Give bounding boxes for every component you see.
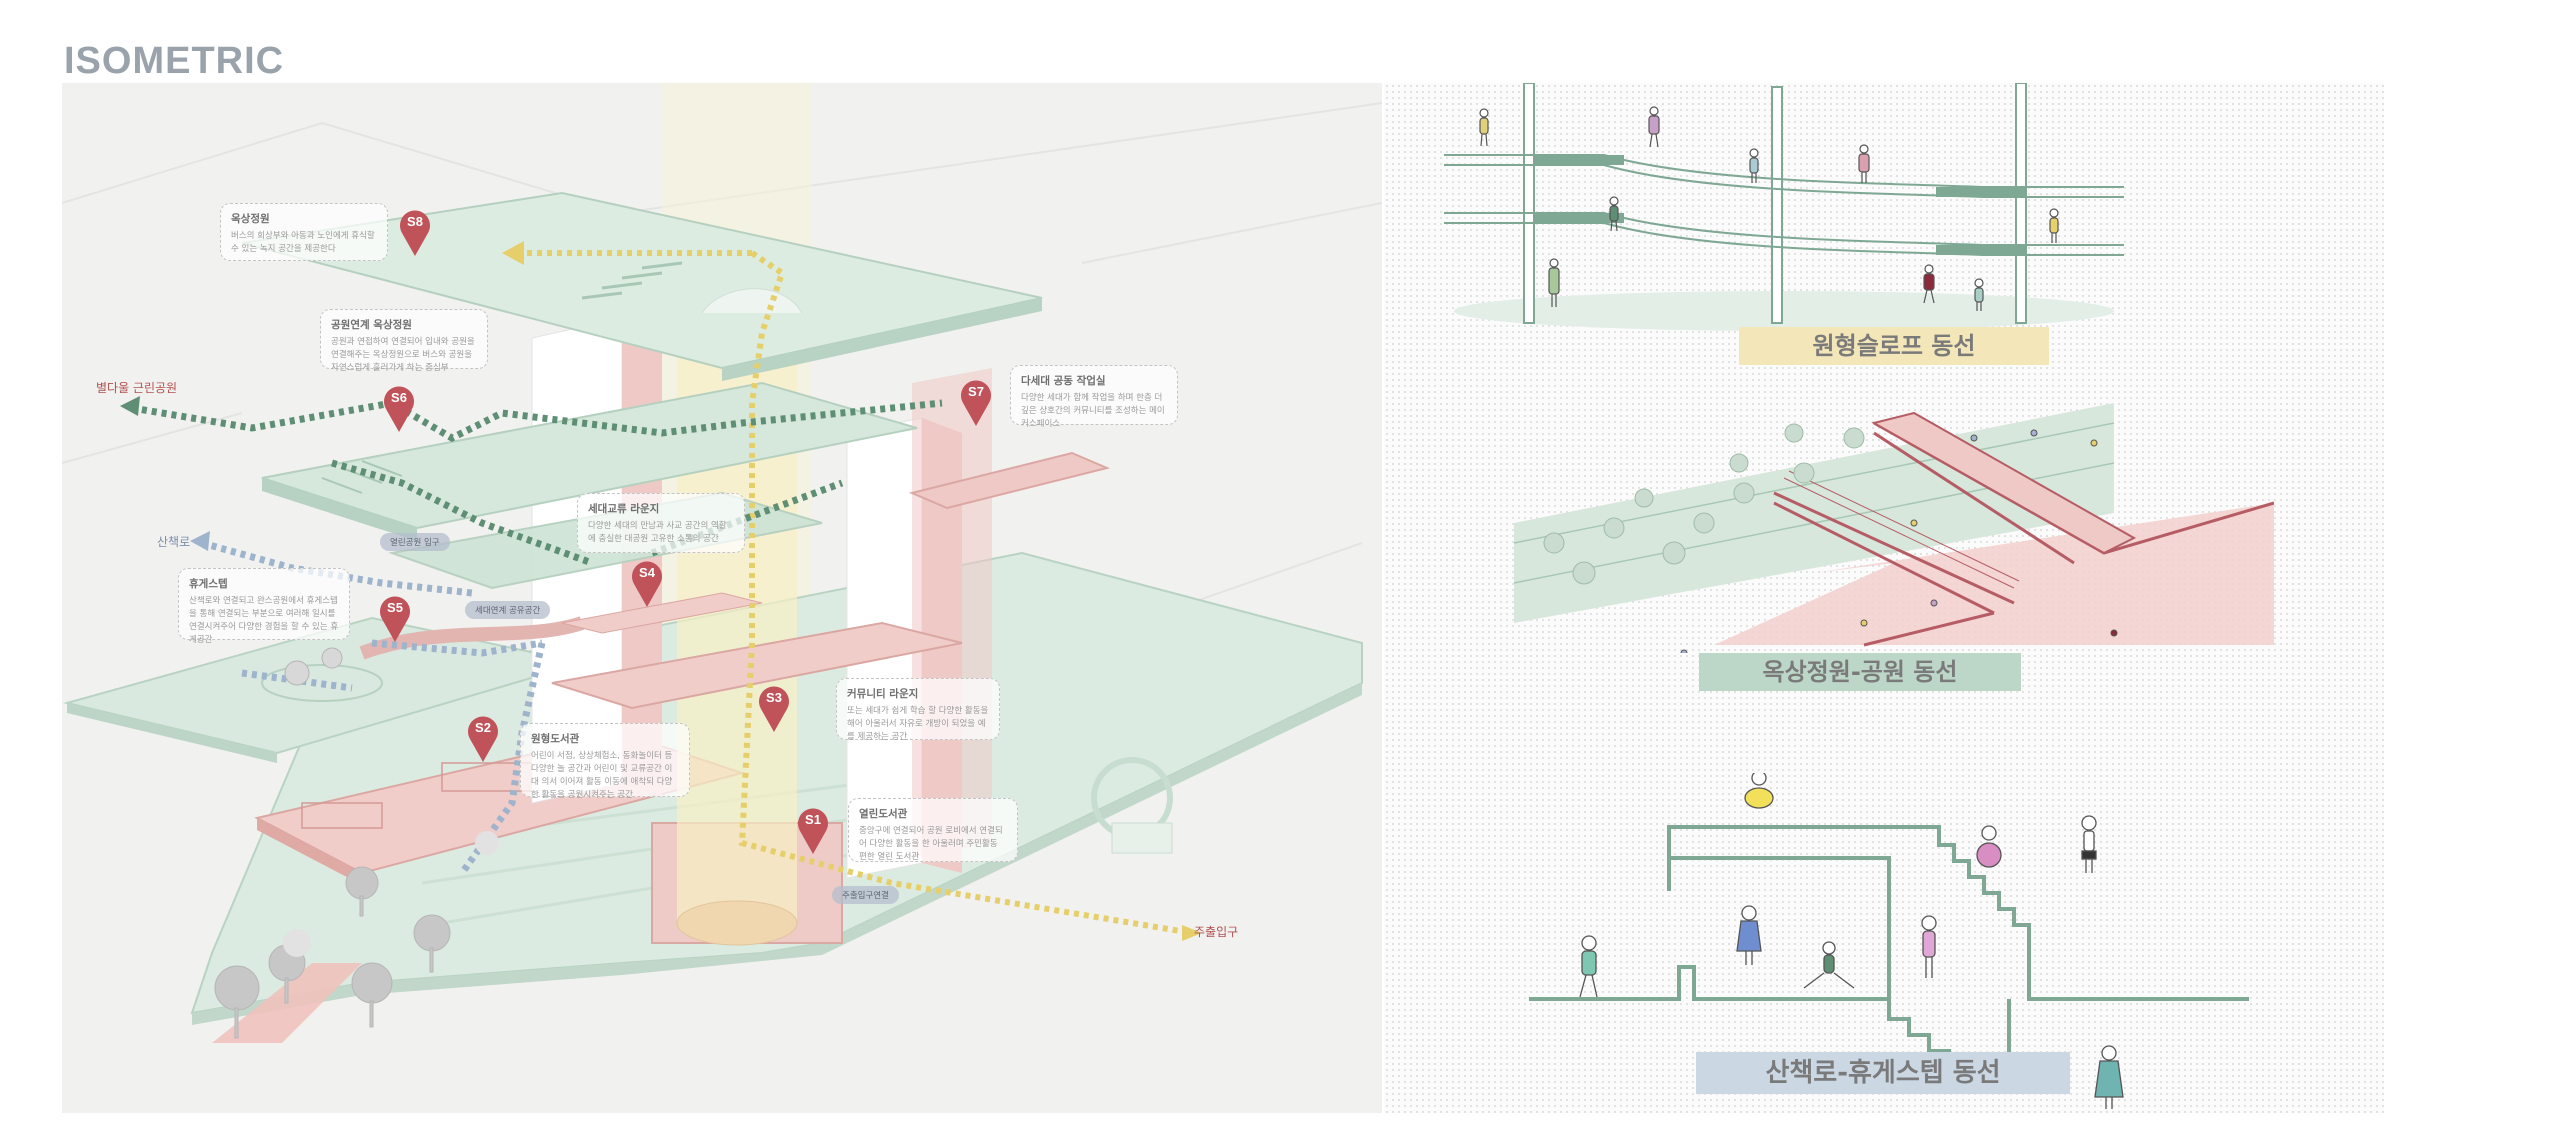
callout-title: 원형도서관 bbox=[531, 733, 580, 745]
people bbox=[1479, 106, 2059, 311]
green-arrow-left bbox=[120, 396, 140, 416]
pin-s2: S2 bbox=[466, 713, 500, 763]
label-walking-trail: 산책로 bbox=[157, 535, 191, 549]
yellow-arrow-right bbox=[1182, 925, 1202, 941]
callout-title: 열린도서관 bbox=[859, 808, 908, 820]
callout-body: 공원과 연접하여 연결되어 입내와 공원을 연결해주는 옥상정원으로 버스와 공… bbox=[331, 337, 475, 373]
label-main-entrance: 주출입구 bbox=[1194, 925, 1239, 939]
pin-s1: S1 bbox=[796, 805, 830, 855]
pill-main-entry-link: 주출입구연결 bbox=[832, 886, 899, 904]
callout-title: 커뮤니티 라운지 bbox=[847, 688, 919, 700]
pin-s8: S8 bbox=[398, 207, 432, 257]
caption-trail-steps: 산책로-휴게스텝 동선 bbox=[1696, 1052, 2070, 1094]
pill-park-entry: 열린공원 입구 bbox=[380, 533, 450, 551]
isometric-drawing bbox=[62, 83, 1382, 1043]
isometric-diagram: S8 S7 S6 S5 S4 S3 S2 S1 옥상정원 버스의 회상부와 아동… bbox=[62, 83, 1382, 1113]
callout-park-rooftop-garden: 공원연계 옥상정원 공원과 연접하여 연결되어 입내와 공원을 연결해주는 옥상… bbox=[320, 309, 488, 373]
railings bbox=[1783, 470, 2020, 589]
people bbox=[1680, 429, 2118, 653]
pin-s3: S3 bbox=[757, 683, 791, 733]
pin-label: S4 bbox=[639, 565, 655, 580]
level5-slab bbox=[241, 191, 1043, 381]
callout-title: 휴게스텝 bbox=[189, 578, 228, 590]
callout-title: 다세대 공동 작업실 bbox=[1021, 375, 1106, 387]
callout-rooftop-garden: 옥상정원 버스의 회상부와 아동과 노인에게 휴식할 수 있는 녹지 공간을 제… bbox=[220, 203, 388, 261]
tree-shadows bbox=[283, 831, 499, 957]
pin-s6: S6 bbox=[382, 383, 416, 433]
callout-title: 세대교류 라운지 bbox=[588, 503, 660, 515]
callout-body: 다양한 세대가 함께 작업을 하며 한층 더 깊은 상호간의 커뮤니티를 조성하… bbox=[1021, 393, 1165, 429]
callout-rest-step: 휴게스텝 산책로와 연결되고 완스공원에서 휴게스텝을 통해 연결되는 부분으로… bbox=[178, 568, 350, 645]
label-neighborhood-park: 별다울 근린공원 bbox=[96, 381, 178, 395]
callout-title: 옥상정원 bbox=[231, 213, 270, 225]
rooftop-park-drawing bbox=[1514, 403, 2274, 653]
callout-maker-space: 다세대 공동 작업실 다양한 세대가 함께 작업을 하며 한층 더 깊은 상호간… bbox=[1010, 365, 1178, 429]
blue-circulation bbox=[201, 539, 546, 876]
callout-body: 어린이 서점, 상상체험소, 동화놀이터 등 다양한 놀 공간과 어린이 및 교… bbox=[531, 751, 673, 800]
caption-circular-slope: 원형슬로프 동선 bbox=[1739, 327, 2049, 365]
pin-label: S7 bbox=[968, 384, 984, 399]
pin-label: S8 bbox=[407, 214, 423, 229]
callout-open-library: 열린도서관 중앙구에 연결되어 공원 로비에서 연결되어 다양한 활동을 한 아… bbox=[848, 798, 1018, 862]
pin-label: S6 bbox=[391, 390, 407, 405]
callout-body: 산책로와 연결되고 완스공원에서 휴게스텝을 통해 연결되는 부분으로 여러해 … bbox=[189, 596, 339, 645]
callout-body: 버스의 회상부와 아동과 노인에게 휴식할 수 있는 녹지 공간을 제공한다 bbox=[231, 231, 375, 254]
page-title: ISOMETRIC bbox=[64, 40, 285, 82]
pill-shared-space: 세대연계 공유공간 bbox=[465, 601, 551, 619]
level3-slab bbox=[359, 592, 963, 710]
pin-label: S1 bbox=[805, 812, 821, 827]
trail-steps-drawing bbox=[1529, 773, 2249, 1109]
pin-label: S3 bbox=[766, 690, 782, 705]
trees bbox=[1543, 423, 1865, 585]
steps-outline bbox=[1529, 825, 2249, 1001]
pin-s5: S5 bbox=[378, 593, 412, 643]
pin-label: S5 bbox=[387, 600, 403, 615]
callout-circular-library: 원형도서관 어린이 서점, 상상체험소, 동화놀이터 등 다양한 놀 공간과 어… bbox=[520, 723, 690, 800]
yellow-circulation bbox=[522, 250, 1193, 936]
pin-s4: S4 bbox=[630, 558, 664, 608]
yellow-arrow-left bbox=[502, 241, 524, 265]
callout-title: 공원연계 옥상정원 bbox=[331, 319, 412, 331]
callout-body: 중앙구에 연결되어 공원 로비에서 연결되어 다양한 활동을 한 아울러며 주민… bbox=[859, 826, 1003, 862]
circular-slope-drawing bbox=[1444, 83, 2124, 331]
circulation-details-panel: 원형슬로프 동선 옥상정원-공원 동 bbox=[1384, 83, 2384, 1113]
pin-label: S2 bbox=[475, 720, 491, 735]
people bbox=[1579, 773, 2124, 1109]
callout-generation-lounge: 세대교류 라운지 다양한 세대의 만남과 사교 공간의 역할에 충실한 대공원 … bbox=[577, 493, 745, 553]
callout-body: 다양한 세대의 만남과 사교 공간의 역할에 충실한 대공원 고유한 소통의 공… bbox=[588, 521, 727, 544]
pin-s7: S7 bbox=[959, 377, 993, 427]
callout-body: 또는 세대가 쉽게 학습 할 다양한 활동을 해어 아울러서 자유로 개방이 되… bbox=[847, 706, 989, 742]
caption-rooftop-park: 옥상정원-공원 동선 bbox=[1699, 653, 2021, 691]
deck-s7 bbox=[908, 451, 1111, 510]
blue-arrow-left bbox=[190, 531, 210, 551]
callout-community-lounge: 커뮤니티 라운지 또는 세대가 쉽게 학습 할 다양한 활동을 해어 아울러서 … bbox=[836, 678, 1000, 742]
trees bbox=[214, 647, 451, 1039]
